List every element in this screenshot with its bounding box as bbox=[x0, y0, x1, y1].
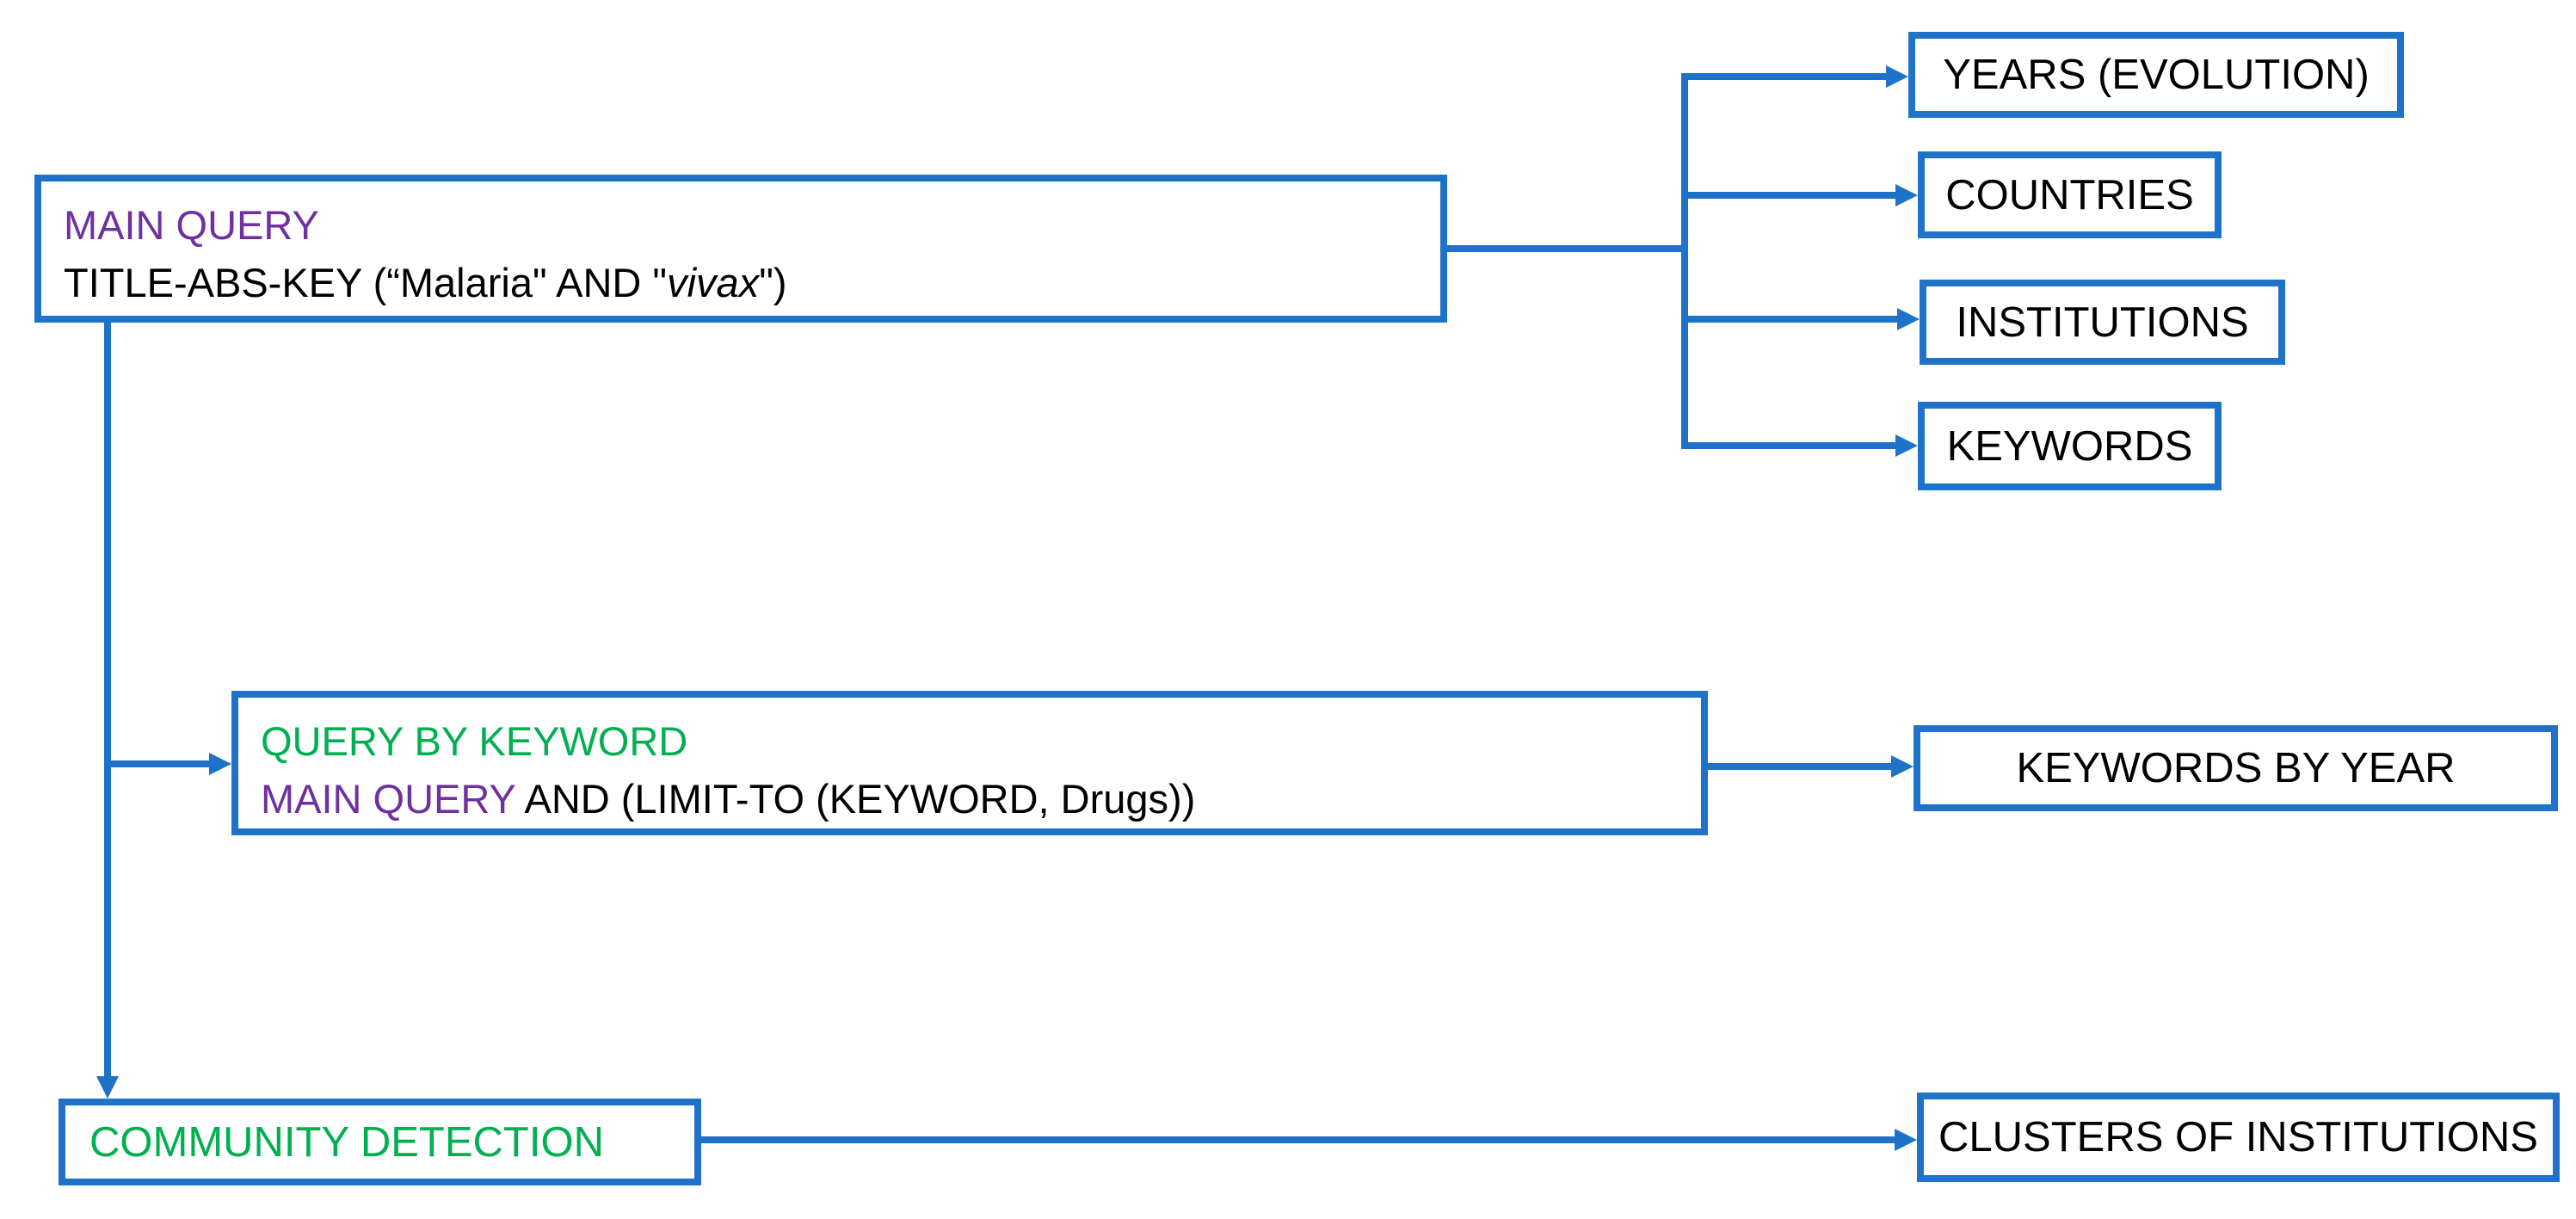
connector-querybykeyword-to-keywordsbyyear bbox=[1708, 763, 1891, 770]
arrowhead-query-by-keyword-icon bbox=[209, 753, 231, 775]
query-by-keyword-node: QUERY BY KEYWORD MAIN QUERY AND (LIMIT-T… bbox=[231, 691, 1708, 835]
arrowhead-keywords-by-year-icon bbox=[1891, 755, 1914, 778]
query-by-keyword-label: QUERY BY KEYWORD bbox=[261, 713, 1701, 771]
query-text-suffix: ") bbox=[759, 259, 787, 305]
arrowhead-keywords-icon bbox=[1895, 434, 1918, 457]
connector-spine-to-institutions bbox=[1685, 316, 1897, 323]
connector-spine-to-countries bbox=[1685, 192, 1895, 199]
query-by-keyword-title: QUERY BY KEYWORD bbox=[261, 718, 688, 764]
arrowhead-institutions-icon bbox=[1897, 308, 1920, 330]
clusters-of-institutions-node: CLUSTERS OF INSTITUTIONS bbox=[1917, 1093, 2560, 1182]
institutions-label: INSTITUTIONS bbox=[1956, 299, 2249, 346]
years-evolution-label: YEARS (EVOLUTION) bbox=[1943, 52, 2370, 98]
main-query-expression: TITLE-ABS-KEY (“Malaria" AND "vivax") bbox=[64, 255, 1440, 312]
query-text-prefix: TITLE-ABS-KEY (“Malaria" AND " bbox=[64, 259, 668, 305]
community-detection-node: COMMUNITY DETECTION bbox=[59, 1099, 701, 1185]
connector-branch-spine bbox=[1681, 73, 1688, 449]
connector-spine-to-years bbox=[1685, 73, 1886, 80]
community-detection-label: COMMUNITY DETECTION bbox=[89, 1118, 604, 1166]
connector-mainquery-to-spine bbox=[1447, 245, 1685, 252]
query-text-italic-term: vivax bbox=[667, 259, 760, 305]
arrowhead-community-detection-icon bbox=[96, 1076, 119, 1099]
keywords-by-year-node: KEYWORDS BY YEAR bbox=[1914, 725, 2558, 811]
years-evolution-node: YEARS (EVOLUTION) bbox=[1908, 32, 2404, 118]
connector-community-to-clusters bbox=[701, 1136, 1895, 1143]
keywords-label: KEYWORDS bbox=[1946, 422, 2193, 470]
countries-label: COUNTRIES bbox=[1945, 171, 2194, 219]
main-query-node: MAIN QUERY TITLE-ABS-KEY (“Malaria" AND … bbox=[34, 175, 1447, 323]
connector-spine-to-keywords bbox=[1685, 442, 1895, 449]
countries-node: COUNTRIES bbox=[1918, 151, 2222, 238]
arrowhead-clusters-icon bbox=[1895, 1129, 1917, 1151]
limit-to-clause: AND (LIMIT-TO (KEYWORD, Drugs)) bbox=[515, 775, 1196, 822]
main-query-title: MAIN QUERY bbox=[64, 202, 319, 248]
keywords-node: KEYWORDS bbox=[1918, 402, 2222, 490]
arrowhead-years-icon bbox=[1886, 65, 1908, 88]
connector-mainquery-down bbox=[104, 323, 111, 1076]
connector-down-to-querybykeyword bbox=[108, 760, 209, 767]
arrowhead-countries-icon bbox=[1895, 184, 1918, 206]
clusters-of-institutions-label: CLUSTERS OF INSTITUTIONS bbox=[1938, 1114, 2538, 1161]
keywords-by-year-label: KEYWORDS BY YEAR bbox=[2016, 745, 2456, 791]
institutions-node: INSTITUTIONS bbox=[1920, 280, 2285, 365]
main-query-label: MAIN QUERY bbox=[64, 197, 1440, 255]
query-by-keyword-expression: MAIN QUERY AND (LIMIT-TO (KEYWORD, Drugs… bbox=[261, 771, 1701, 828]
main-query-reference: MAIN QUERY bbox=[261, 775, 515, 822]
